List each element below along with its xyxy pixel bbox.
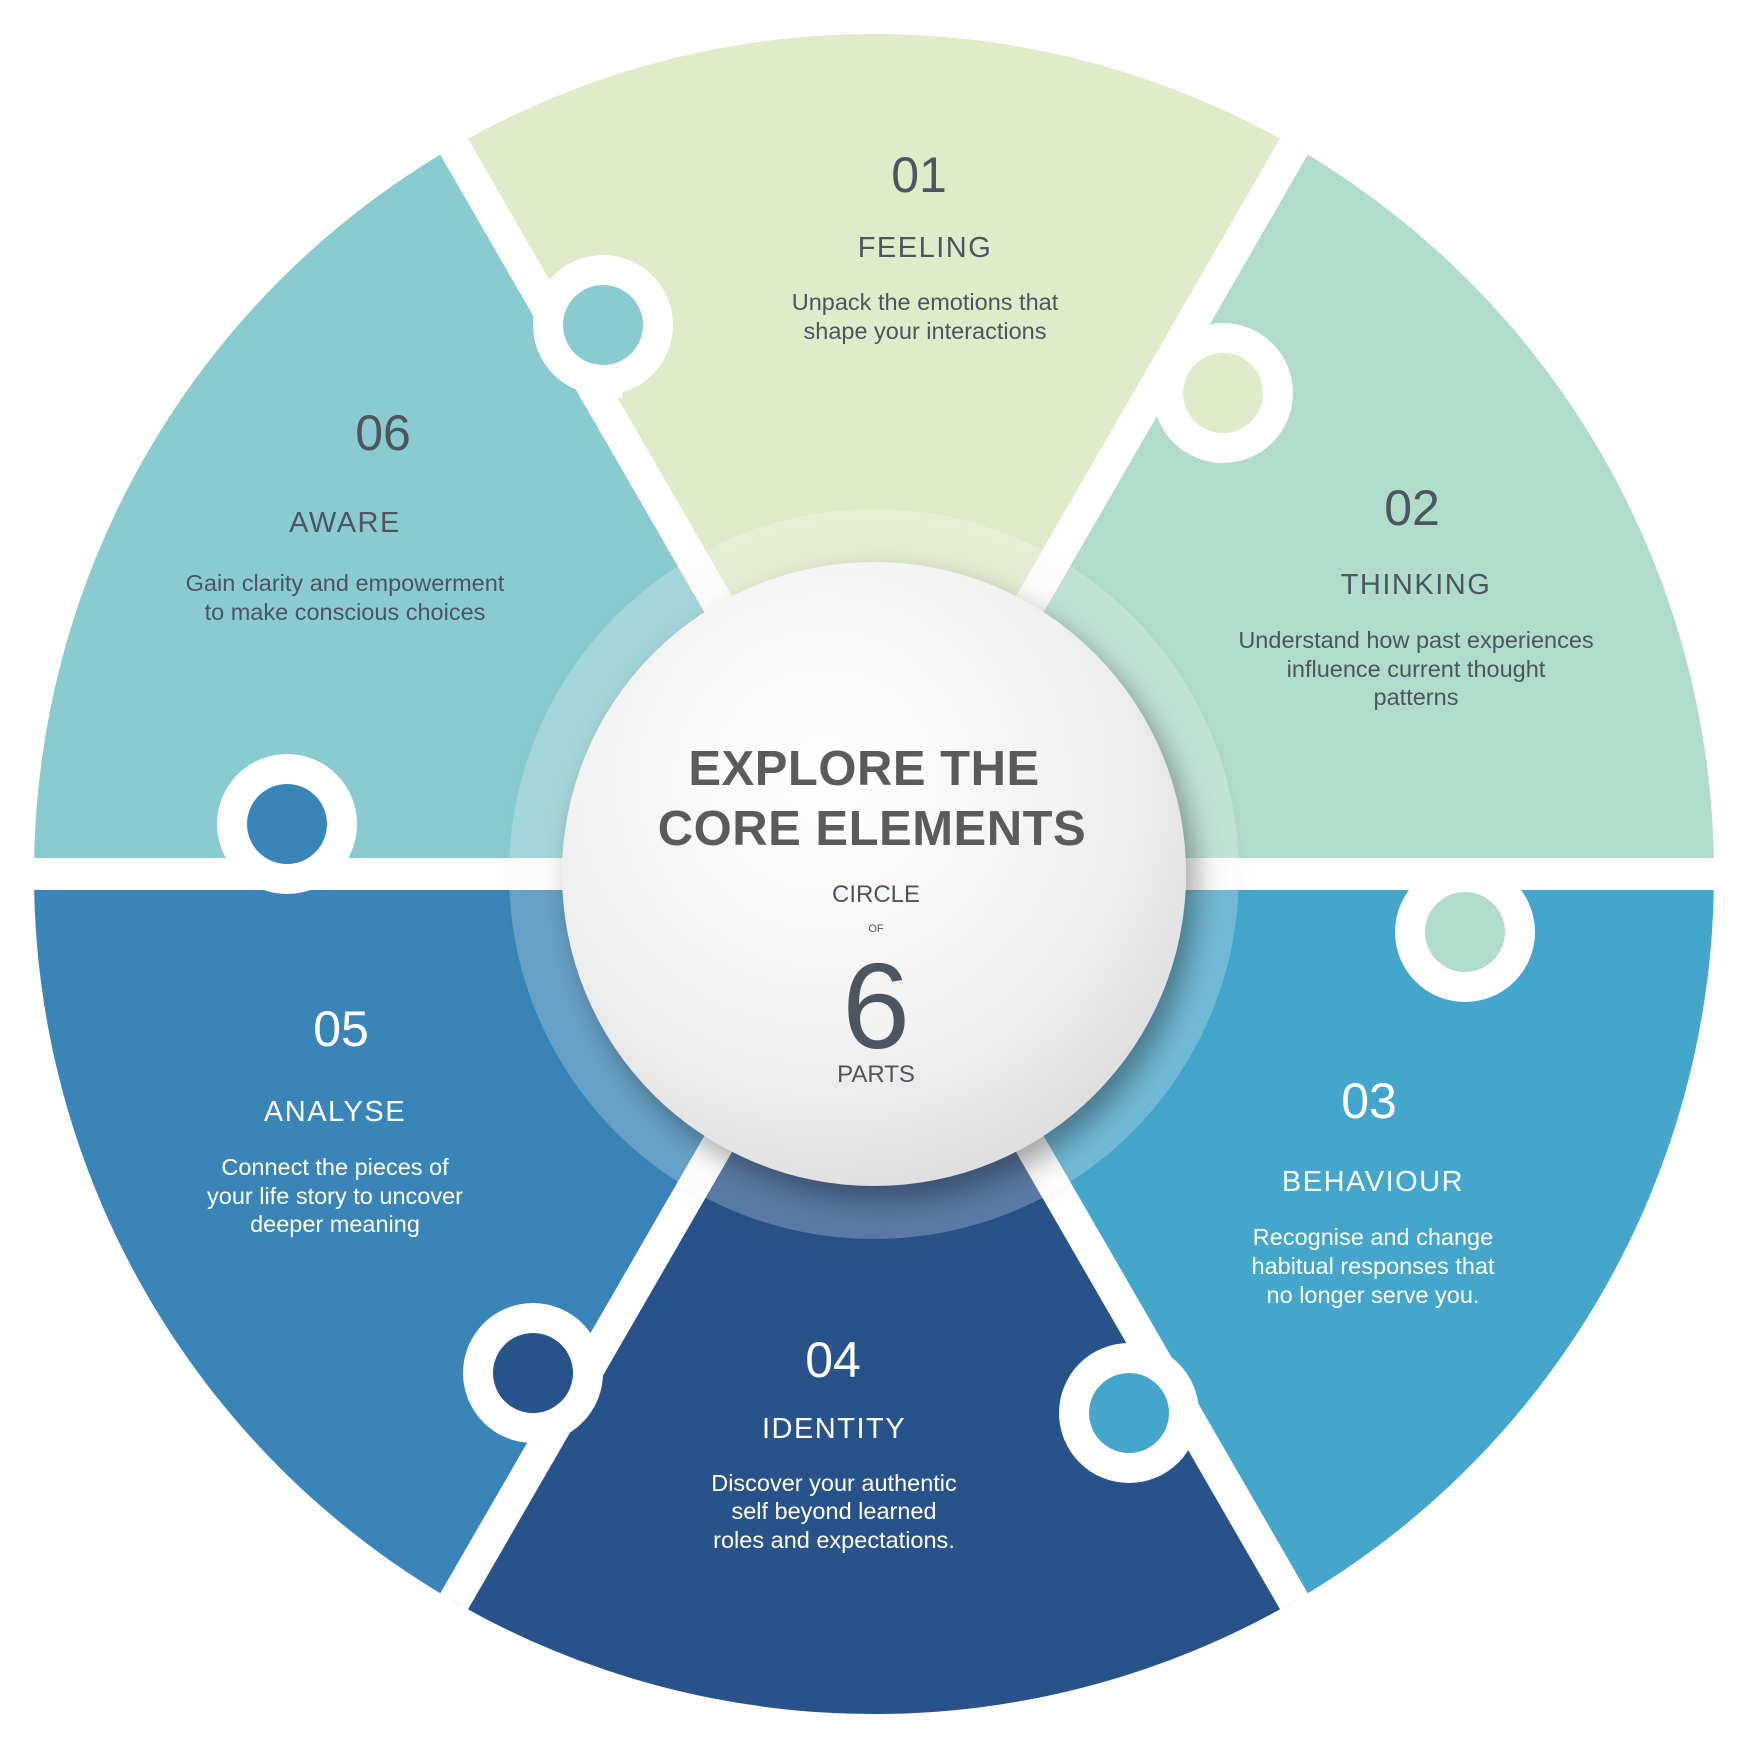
segment-thinking-title: THINKING [1341,569,1492,601]
segment-identity-number: 04 [805,1332,861,1388]
segment-identity-shape [454,874,1294,1714]
hub-title-line2: CORE ELEMENTS [658,802,1086,856]
segment-feeling-desc-1: Unpack the emotions that [792,289,1059,315]
segment-thinking-desc-3: patterns [1374,684,1459,710]
segment-behaviour-number: 03 [1341,1073,1397,1129]
segment-thinking-desc-1: Understand how past experiences [1238,627,1593,653]
hub-parts-label: PARTS [837,1061,915,1088]
hub-count: 6 [842,938,910,1074]
segment-feeling-shape [454,33,1294,874]
segment-analyse-desc-1: Connect the pieces of [221,1154,449,1180]
hub-disc [562,562,1186,1186]
segment-aware-number: 06 [355,405,411,461]
segment-behaviour-desc-1: Recognise and change [1253,1224,1493,1250]
segment-aware-desc-1: Gain clarity and empowerment [186,570,505,596]
puzzle-knob-thinking-behaviour [1395,862,1535,1002]
segment-identity-title: IDENTITY [762,1413,906,1445]
segment-identity-desc-2: self beyond learned [731,1498,936,1524]
segment-aware-title: AWARE [289,507,401,539]
puzzle-knob-behaviour-identity [1059,1343,1199,1483]
segment-thinking-number: 02 [1384,480,1440,536]
segment-feeling: 01 FEELING Unpack the emotions that shap… [792,147,1059,344]
hub-of-label: OF [868,923,884,935]
segment-identity: 04 IDENTITY Discover your authentic self… [711,1332,957,1553]
segment-identity-desc-3: roles and expectations. [713,1527,955,1553]
segment-behaviour: 03 BEHAVIOUR Recognise and change habitu… [1252,1073,1495,1308]
segment-feeling-title: FEELING [858,232,993,264]
segment-thinking-desc-2: influence current thought [1287,656,1546,682]
segment-analyse-desc-2: your life story to uncover [207,1183,463,1209]
segment-aware-desc-2: to make conscious choices [205,599,486,625]
segment-aware: 06 AWARE Gain clarity and empowerment to… [186,405,505,625]
hub-title-line1: EXPLORE THE [688,742,1039,796]
puzzle-knob-feeling-aware [533,255,673,398]
segment-thinking: 02 THINKING Understand how past experien… [1238,480,1593,710]
hub-circle-label: CIRCLE [832,881,920,908]
segment-behaviour-title: BEHAVIOUR [1282,1166,1464,1198]
segment-analyse-number: 05 [313,1001,369,1057]
puzzle-knobs [217,255,1535,1483]
segment-analyse: 05 ANALYSE Connect the pieces of your li… [207,1001,463,1237]
segment-behaviour-desc-3: no longer serve you. [1267,1282,1480,1308]
segment-feeling-number: 01 [891,147,947,203]
segment-analyse-title: ANALYSE [264,1096,406,1128]
hub: EXPLORE THE CORE ELEMENTS CIRCLE OF 6 PA… [562,562,1186,1186]
puzzle-knob-feeling-thinking [1153,323,1293,463]
puzzle-knob-aware-analyse [217,754,357,894]
segment-identity-desc-1: Discover your authentic [711,1470,957,1496]
segment-analyse-desc-3: deeper meaning [250,1211,420,1237]
segment-behaviour-desc-2: habitual responses that [1252,1253,1495,1279]
puzzle-knob-identity-analyse [463,1303,603,1443]
segment-feeling-desc-2: shape your interactions [804,318,1047,344]
